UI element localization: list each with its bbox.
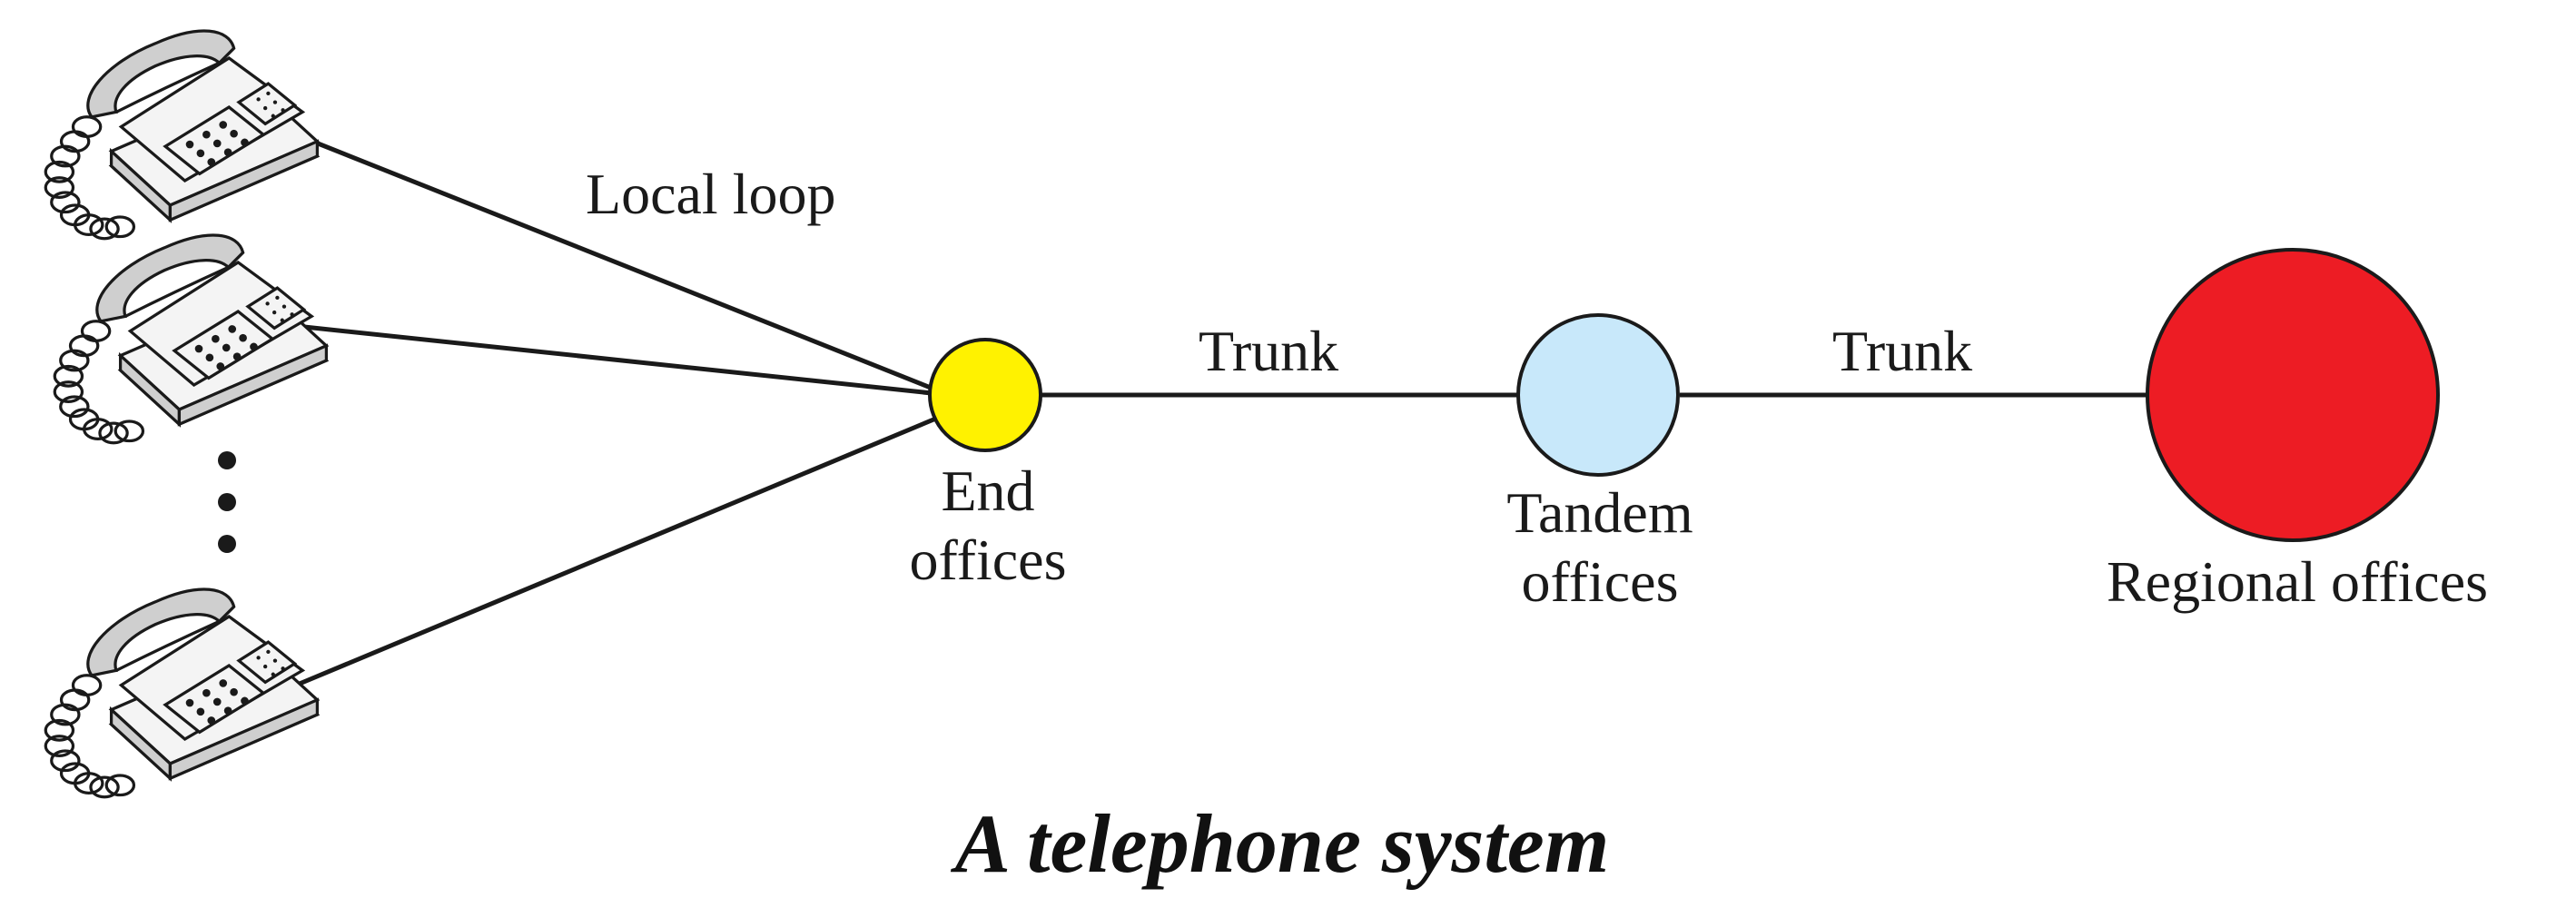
- end-office-node: [928, 338, 1042, 452]
- regional-offices-label: Regional offices: [2107, 549, 2488, 614]
- telephone-icon: [53, 233, 329, 445]
- tandem-offices-label-line2: offices: [1522, 549, 1679, 614]
- vertical-ellipsis-icon: [218, 451, 236, 553]
- tandem-offices-label-line1: Tandem: [1506, 480, 1693, 545]
- local-loop-line-3: [294, 410, 950, 688]
- regional-office-node: [2146, 248, 2440, 542]
- local-loop-label: Local loop: [586, 162, 835, 226]
- end-offices-label-line1: End: [941, 459, 1034, 523]
- end-offices-label-line2: offices: [910, 528, 1067, 592]
- trunk-label-1: Trunk: [1199, 319, 1338, 383]
- tandem-office-node: [1516, 313, 1680, 477]
- telephone-icon: [44, 587, 320, 799]
- local-loop-line-1: [294, 132, 950, 398]
- telephone-icon: [44, 29, 320, 241]
- local-loop-line-2: [303, 324, 950, 398]
- trunk-label-2: Trunk: [1832, 319, 1972, 383]
- diagram-caption: A telephone system: [951, 797, 1610, 890]
